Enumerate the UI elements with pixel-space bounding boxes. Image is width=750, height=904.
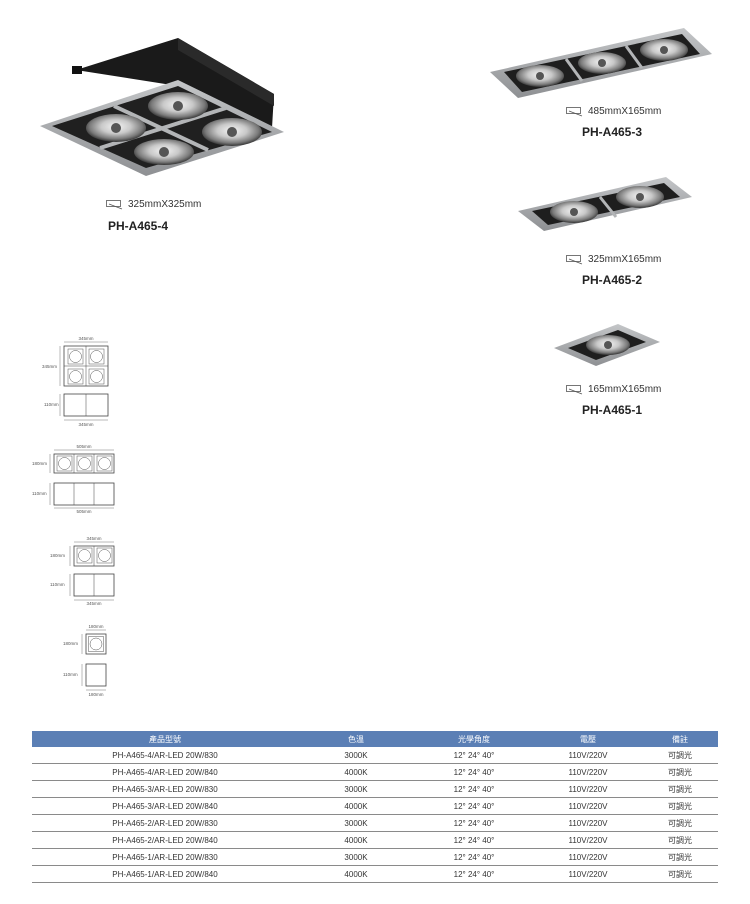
product-size-1: 165mmX165mm bbox=[566, 384, 661, 395]
header-color-temp: 色溫 bbox=[298, 731, 414, 747]
dimension-icon bbox=[566, 384, 583, 394]
cell-remark: 可調光 bbox=[642, 848, 718, 866]
cell-model: PH-A465-4/AR-LED 20W/830 bbox=[32, 747, 298, 764]
cell-beam-angle: 12° 24° 40° bbox=[414, 831, 534, 849]
drawing-top-width: 180mm bbox=[88, 624, 103, 629]
dimension-icon bbox=[566, 106, 583, 116]
cell-beam-angle: 12° 24° 40° bbox=[414, 814, 534, 832]
cell-voltage: 110V/220V bbox=[534, 780, 642, 798]
cell-model: PH-A465-2/AR-LED 20W/830 bbox=[32, 814, 298, 832]
dimension-drawing-1: 180mm 180mm 110mm 180mm bbox=[63, 624, 107, 697]
header-voltage: 電壓 bbox=[534, 731, 642, 747]
product-image-3 bbox=[490, 28, 712, 98]
dimension-icon bbox=[106, 199, 123, 209]
cell-color-temp: 3000K bbox=[298, 747, 414, 764]
cell-remark: 可調光 bbox=[642, 780, 718, 798]
cell-remark: 可調光 bbox=[642, 814, 718, 832]
product-size-label: 485mmX165mm bbox=[588, 106, 662, 117]
drawing-bottom-width: 505mm bbox=[76, 509, 91, 514]
cell-voltage: 110V/220V bbox=[534, 814, 642, 832]
dimension-icon bbox=[566, 254, 583, 264]
drawing-side-height: 345mm bbox=[42, 364, 57, 369]
drawing-side-height: 180mm bbox=[50, 553, 65, 558]
drawing-top-width: 345mm bbox=[86, 536, 101, 541]
drawing-depth: 110mm bbox=[50, 582, 65, 587]
product-model-3: PH-A465-3 bbox=[582, 125, 643, 139]
drawing-depth: 110mm bbox=[44, 402, 59, 407]
cell-remark: 可調光 bbox=[642, 831, 718, 849]
drawing-bottom-width: 180mm bbox=[88, 692, 103, 697]
drawing-bottom-width: 345mm bbox=[86, 601, 101, 606]
drawing-depth: 110mm bbox=[32, 491, 47, 496]
product-image-1 bbox=[554, 324, 660, 366]
cell-voltage: 110V/220V bbox=[534, 865, 642, 883]
cell-beam-angle: 12° 24° 40° bbox=[414, 780, 534, 798]
cell-beam-angle: 12° 24° 40° bbox=[414, 797, 534, 815]
cell-color-temp: 3000K bbox=[298, 814, 414, 832]
product-size-2: 325mmX165mm bbox=[566, 254, 661, 265]
cell-color-temp: 3000K bbox=[298, 780, 414, 798]
dimension-drawing-2: 345mm 180mm 110mm 345mm bbox=[50, 536, 115, 606]
cell-model: PH-A465-4/AR-LED 20W/840 bbox=[32, 763, 298, 781]
cell-beam-angle: 12° 24° 40° bbox=[414, 848, 534, 866]
product-model-2: PH-A465-2 bbox=[582, 273, 643, 287]
cell-model: PH-A465-3/AR-LED 20W/830 bbox=[32, 780, 298, 798]
cell-remark: 可調光 bbox=[642, 797, 718, 815]
cell-voltage: 110V/220V bbox=[534, 848, 642, 866]
cell-voltage: 110V/220V bbox=[534, 747, 642, 764]
drawing-top-width: 505mm bbox=[76, 444, 91, 449]
cell-color-temp: 3000K bbox=[298, 848, 414, 866]
product-size-label: 325mmX325mm bbox=[128, 199, 202, 210]
cell-beam-angle: 12° 24° 40° bbox=[414, 763, 534, 781]
product-image-2 bbox=[518, 177, 692, 231]
cell-remark: 可調光 bbox=[642, 865, 718, 883]
cell-color-temp: 4000K bbox=[298, 865, 414, 883]
drawing-top-width: 345mm bbox=[78, 336, 93, 341]
dimension-drawing-3: 505mm 180mm 110mm 505mm bbox=[32, 444, 115, 514]
cell-color-temp: 4000K bbox=[298, 763, 414, 781]
cell-remark: 可調光 bbox=[642, 747, 718, 764]
header-model: 產品型號 bbox=[32, 731, 298, 747]
cell-voltage: 110V/220V bbox=[534, 797, 642, 815]
header-remark: 備註 bbox=[642, 731, 718, 747]
product-size-3: 485mmX165mm bbox=[566, 106, 661, 117]
cell-color-temp: 4000K bbox=[298, 831, 414, 849]
drawing-side-height: 180mm bbox=[63, 641, 78, 646]
product-image-4 bbox=[40, 38, 284, 176]
drawing-depth: 110mm bbox=[63, 672, 78, 677]
cell-remark: 可調光 bbox=[642, 763, 718, 781]
cell-model: PH-A465-1/AR-LED 20W/840 bbox=[32, 865, 298, 883]
cell-color-temp: 4000K bbox=[298, 797, 414, 815]
product-size-label: 165mmX165mm bbox=[588, 384, 662, 395]
dimension-drawing-4: 345mm 345mm 110mm 345mm bbox=[42, 336, 109, 427]
cell-beam-angle: 12° 24° 40° bbox=[414, 865, 534, 883]
drawing-bottom-width: 345mm bbox=[78, 422, 93, 427]
cell-model: PH-A465-3/AR-LED 20W/840 bbox=[32, 797, 298, 815]
cell-beam-angle: 12° 24° 40° bbox=[414, 747, 534, 764]
spec-table: 產品型號 色溫 光學角度 電壓 備註 PH-A465-4/AR-LED 20W/… bbox=[32, 731, 718, 883]
header-beam-angle: 光學角度 bbox=[414, 731, 534, 747]
cell-model: PH-A465-1/AR-LED 20W/830 bbox=[32, 848, 298, 866]
table-header-row: 產品型號 色溫 光學角度 電壓 備註 bbox=[32, 731, 718, 747]
product-model-4: PH-A465-4 bbox=[108, 219, 169, 233]
drawing-side-height: 180mm bbox=[32, 461, 47, 466]
product-model-1: PH-A465-1 bbox=[582, 403, 643, 417]
product-size-4: 325mmX325mm bbox=[106, 199, 201, 210]
cell-voltage: 110V/220V bbox=[534, 763, 642, 781]
cell-model: PH-A465-2/AR-LED 20W/840 bbox=[32, 831, 298, 849]
product-size-label: 325mmX165mm bbox=[588, 254, 662, 265]
cell-voltage: 110V/220V bbox=[534, 831, 642, 849]
